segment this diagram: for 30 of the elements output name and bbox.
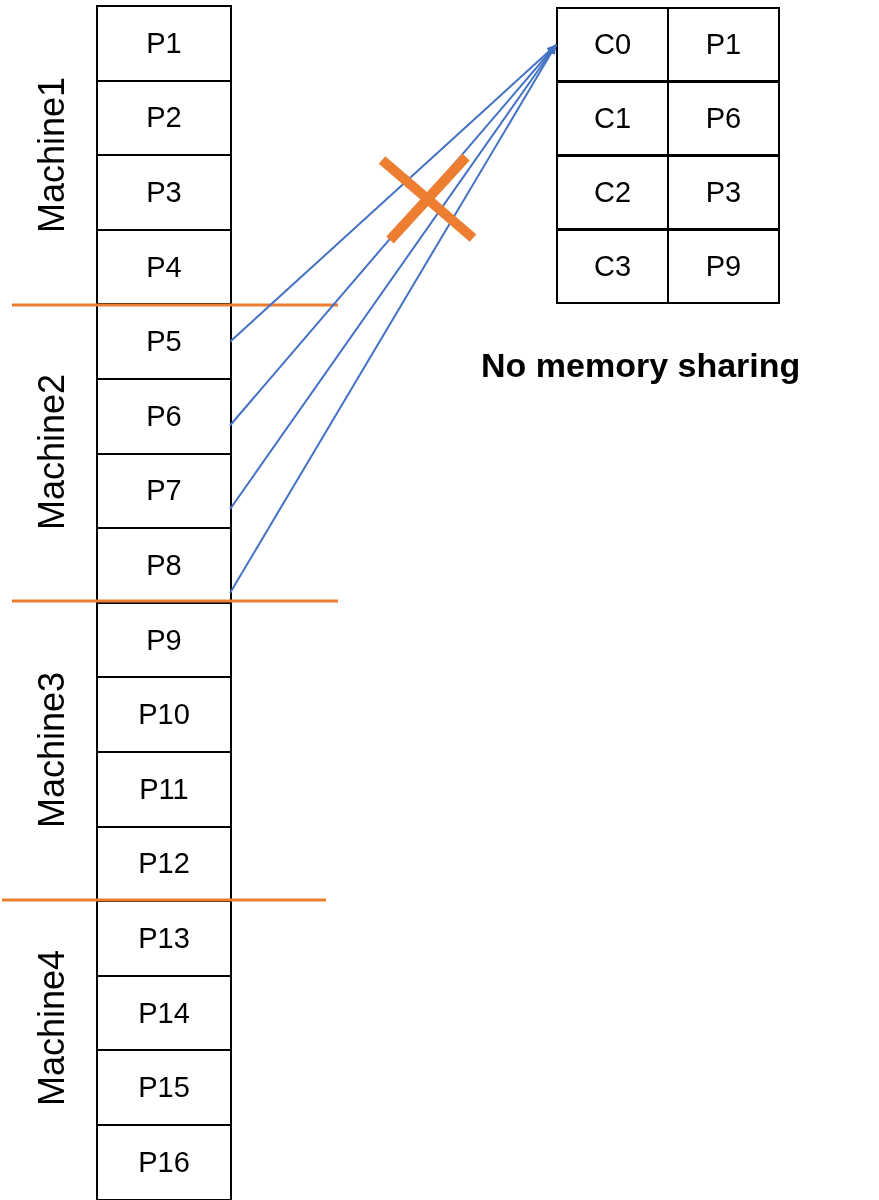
table-cell: C2 <box>556 155 669 230</box>
table-cell: P2 <box>96 79 232 157</box>
table-cell: P15 <box>96 1049 232 1126</box>
table-cell: C3 <box>556 229 669 304</box>
table-cell: P11 <box>96 751 232 828</box>
table-cell: P1 <box>96 5 232 82</box>
table-cell: P5 <box>96 303 232 380</box>
machine-label: Machine1 <box>31 76 73 234</box>
table-cell: C1 <box>556 81 669 156</box>
machine-label: Machine3 <box>31 671 73 829</box>
table-cell: P6 <box>96 378 232 455</box>
table-cell: P13 <box>96 900 232 977</box>
arrow <box>229 44 557 511</box>
machine-label: Machine4 <box>31 949 73 1107</box>
table-cell: P9 <box>667 229 780 304</box>
machine-label: Machine2 <box>31 373 73 531</box>
note-text: No memory sharing <box>481 346 801 385</box>
table-cell: P7 <box>96 452 232 530</box>
table-cell: P3 <box>96 154 232 231</box>
table-cell: P10 <box>96 676 232 753</box>
table-cell: P1 <box>667 7 780 82</box>
table-cell: P6 <box>667 81 780 156</box>
table-cell: P3 <box>667 155 780 230</box>
table-cell: P14 <box>96 974 232 1052</box>
arrow <box>229 44 557 595</box>
table-cell: P4 <box>96 228 232 306</box>
arrow <box>229 44 557 343</box>
table-cell: P16 <box>96 1124 232 1200</box>
table-cell: C0 <box>556 7 669 82</box>
table-cell: P9 <box>96 601 232 679</box>
